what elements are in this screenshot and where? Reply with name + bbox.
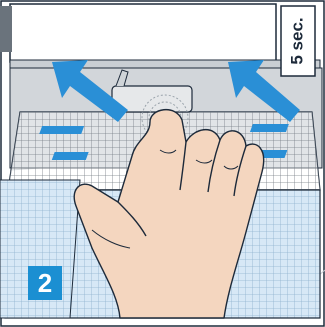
duration-label: 5 sec. bbox=[281, 6, 315, 76]
appliance-top-panel bbox=[10, 4, 276, 62]
duration-text: 5 sec. bbox=[288, 17, 308, 64]
step-number-badge: 2 bbox=[28, 266, 62, 300]
appliance-side-edge bbox=[0, 6, 12, 52]
